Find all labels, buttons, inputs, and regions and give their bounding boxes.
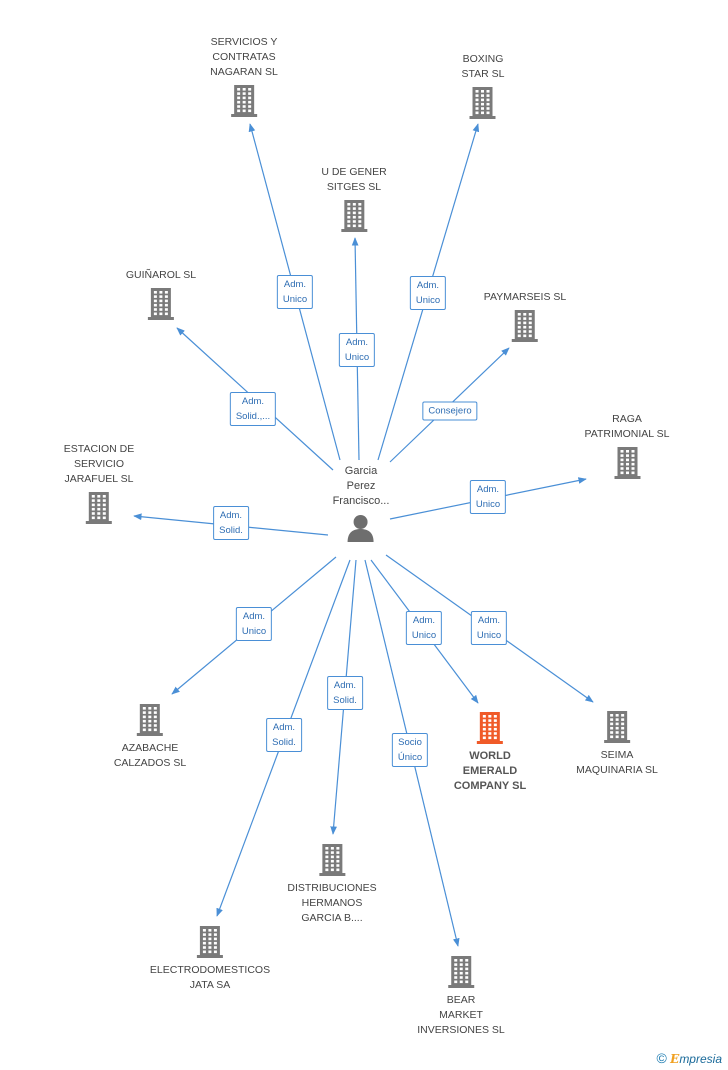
relation-label-raga[interactable]: Adm. Unico	[469, 480, 507, 514]
company-node-guinarol[interactable]: GUIÑAROL SL	[126, 268, 196, 321]
building-icon	[231, 85, 257, 117]
company-name: SEIMA MAQUINARIA SL	[576, 749, 658, 776]
company-node-world[interactable]: WORLD EMERALD COMPANY SL	[454, 711, 526, 794]
brand-logo-initial: E	[670, 1052, 680, 1066]
relation-label-bear[interactable]: Socio Único	[391, 733, 429, 767]
company-node-servicios[interactable]: SERVICIOS Y CONTRATAS NAGARAN SL	[210, 35, 278, 118]
company-name: DISTRIBUCIONES HERMANOS GARCIA B....	[287, 882, 377, 924]
company-name: WORLD EMERALD COMPANY SL	[453, 750, 527, 792]
relation-label-world[interactable]: Adm. Unico	[405, 611, 443, 645]
company-node-bear[interactable]: BEAR MARKET INVERSIONES SL	[417, 955, 505, 1038]
company-name: GUIÑAROL SL	[125, 269, 197, 281]
relation-label-estacion[interactable]: Adm. Solid.	[213, 506, 249, 540]
relation-label-azabache[interactable]: Adm. Unico	[235, 607, 273, 641]
building-icon	[476, 712, 503, 744]
company-name: AZABACHE CALZADOS SL	[113, 742, 187, 769]
center-person[interactable]: Garcia Perez Francisco...	[332, 464, 390, 543]
company-node-distribuciones[interactable]: DISTRIBUCIONES HERMANOS GARCIA B....	[287, 843, 377, 926]
building-icon	[318, 844, 345, 876]
building-icon	[614, 447, 640, 479]
relation-label-servicios[interactable]: Adm. Unico	[276, 275, 314, 309]
relation-label-guinarol[interactable]: Adm. Solid.,...	[229, 392, 277, 426]
relation-label-ugener[interactable]: Adm. Unico	[338, 333, 376, 367]
company-name: BOXING STAR SL	[461, 53, 505, 80]
company-name: ESTACION DE SERVICIO JARAFUEL SL	[63, 443, 135, 485]
brand-logo-text: mpresia	[679, 1052, 722, 1066]
building-icon	[448, 956, 474, 988]
company-name: U DE GENER SITGES SL	[321, 166, 387, 193]
relation-label-seima[interactable]: Adm. Unico	[470, 611, 508, 645]
company-node-estacion[interactable]: ESTACION DE SERVICIO JARAFUEL SL	[64, 442, 134, 525]
copyright-icon: ©	[656, 1050, 667, 1066]
building-icon	[86, 492, 112, 524]
building-icon	[511, 310, 538, 342]
company-name: RAGA PATRIMONIAL SL	[584, 413, 670, 440]
company-node-ugener[interactable]: U DE GENER SITGES SL	[321, 165, 387, 233]
brand-footer: © Empresia	[656, 1050, 722, 1066]
relation-label-boxing[interactable]: Adm. Unico	[409, 276, 447, 310]
company-node-electro[interactable]: ELECTRODOMESTICOS JATA SA	[150, 925, 270, 993]
company-name: PAYMARSEIS SL	[483, 291, 567, 303]
company-node-paymarseis[interactable]: PAYMARSEIS SL	[484, 290, 566, 343]
company-name: SERVICIOS Y CONTRATAS NAGARAN SL	[210, 36, 278, 78]
company-node-raga[interactable]: RAGA PATRIMONIAL SL	[585, 412, 670, 480]
company-node-boxing[interactable]: BOXING STAR SL	[461, 52, 505, 120]
company-node-seima[interactable]: SEIMA MAQUINARIA SL	[576, 710, 658, 778]
building-icon	[197, 926, 223, 958]
building-icon	[603, 711, 630, 743]
company-name: BEAR MARKET INVERSIONES SL	[417, 994, 505, 1036]
relation-label-distribuciones[interactable]: Adm. Solid.	[327, 676, 363, 710]
relation-label-electro[interactable]: Adm. Solid.	[266, 718, 302, 752]
building-icon	[469, 87, 496, 119]
relation-label-paymarseis[interactable]: Consejero	[422, 401, 478, 421]
building-icon	[148, 288, 174, 320]
person-name: Garcia Perez Francisco...	[332, 465, 390, 507]
company-name: ELECTRODOMESTICOS JATA SA	[149, 964, 271, 991]
person-icon	[347, 515, 374, 542]
building-icon	[136, 704, 163, 736]
building-icon	[341, 200, 367, 232]
company-node-azabache[interactable]: AZABACHE CALZADOS SL	[114, 703, 186, 771]
